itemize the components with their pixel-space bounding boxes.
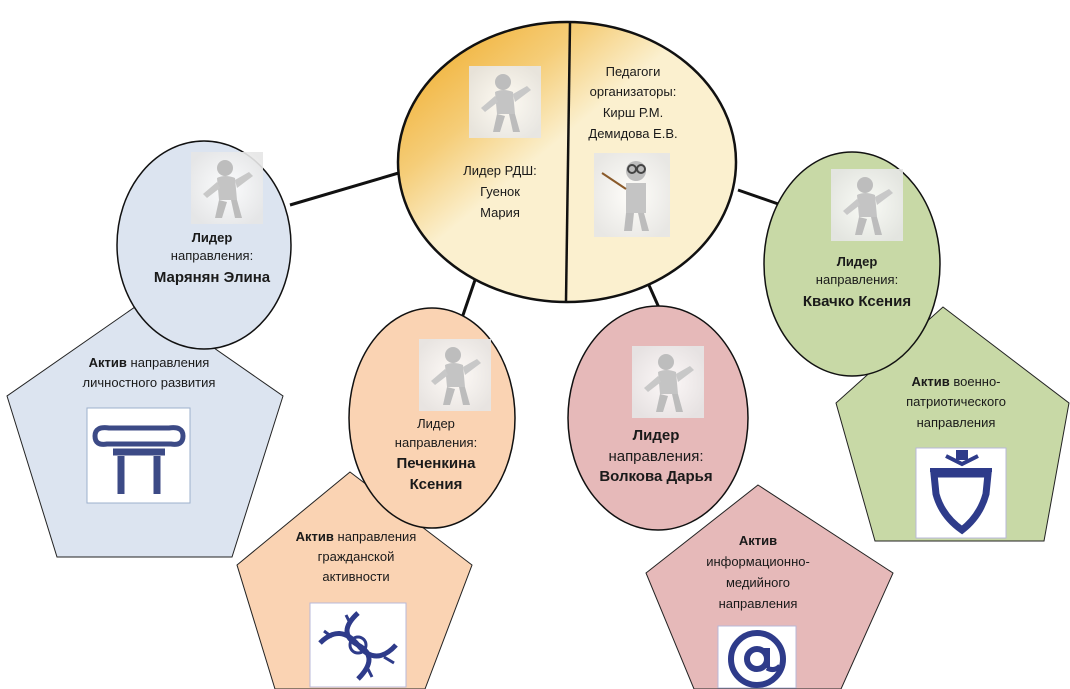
person-icon-center: [469, 66, 541, 138]
leader-sub-civic: направления:: [395, 435, 477, 450]
aktiv-pentagon-civic: [236, 471, 473, 689]
aktiv-line2-media: медийного: [726, 575, 790, 590]
center-leader-line2: Гуенок: [480, 184, 520, 199]
aktiv-bold-civic: Актив: [296, 529, 334, 544]
connector-civic: [460, 279, 477, 319]
teachers-line1: Педагоги: [606, 64, 661, 79]
person-icon-media: [632, 346, 704, 418]
center-leader-line1: Лидер РДШ:: [463, 163, 537, 178]
leader-sub-media: направления:: [608, 448, 703, 465]
aktiv-line2-personal: личностного развития: [83, 375, 216, 390]
leader-name-civic-1: Печенкина: [397, 455, 477, 472]
teachers-line2: организаторы:: [590, 84, 677, 99]
center-circle: [396, 20, 738, 304]
aktiv-line1-civic: направления: [338, 529, 417, 544]
leader-label-civic: Лидер: [417, 416, 455, 431]
shield-icon: [915, 447, 1007, 539]
center-divider: [564, 22, 572, 302]
aktiv-line3-military: направления: [917, 415, 996, 430]
aktiv-pentagon-military: [835, 306, 1070, 542]
leader-sub-military: направления:: [816, 272, 898, 287]
connector-military: [737, 188, 785, 208]
hands-icon: [309, 602, 407, 688]
column-icon: [86, 407, 191, 504]
aktiv-bold-military: Актив: [911, 374, 949, 389]
aktiv-line3-media: направления: [719, 596, 798, 611]
leader-label-media: Лидер: [633, 427, 680, 444]
teachers-line4: Демидова Е.В.: [588, 126, 677, 141]
person-icon-military: [831, 169, 903, 241]
person-icon-personal: [191, 152, 263, 224]
aktiv-line2-civic: гражданской: [318, 549, 395, 564]
leader-name-military: Квачко Ксения: [803, 293, 911, 310]
aktiv-line1-military: военно-: [953, 374, 1000, 389]
leader-label-personal: Лидер: [192, 230, 233, 245]
center-leader-line3: Мария: [480, 205, 520, 220]
teachers-line3: Кирш Р.М.: [603, 105, 663, 120]
at-sign-icon: [717, 625, 797, 689]
aktiv-line1-personal: направления: [131, 355, 210, 370]
aktiv-pentagon-media: [645, 484, 894, 689]
leader-sub-personal: направления:: [171, 248, 253, 263]
aktiv-text-personal: Актив направления: [89, 355, 210, 370]
aktiv-text-military: Актив военно-: [911, 374, 1000, 389]
aktiv-text-civic: Актив направления: [296, 529, 417, 544]
aktiv-bold-personal: Актив: [89, 355, 127, 370]
leader-label-military: Лидер: [837, 254, 878, 269]
leader-name-media: Волкова Дарья: [599, 468, 712, 485]
person-icon-civic: [419, 339, 491, 411]
leader-name-personal: Марянян Элина: [154, 269, 271, 286]
aktiv-bold-media: Актив: [739, 533, 777, 548]
aktiv-line2-military: патриотического: [906, 394, 1006, 409]
teacher-icon: [594, 153, 670, 237]
aktiv-line1-media: информационно-: [706, 554, 810, 569]
aktiv-line3-civic: активности: [322, 569, 389, 584]
connector-personal: [289, 170, 403, 207]
leader-name-civic-2: Ксения: [410, 476, 463, 493]
